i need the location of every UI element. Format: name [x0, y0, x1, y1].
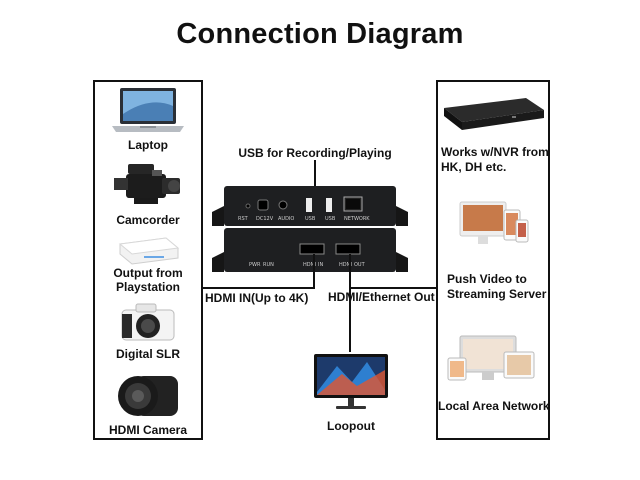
output-label-lan: Local Area Network	[438, 399, 550, 413]
usb-recording-label: USB for Recording/Playing	[238, 146, 392, 160]
input-label-hdmi-camera: HDMI Camera	[108, 423, 188, 437]
port-label-usb-2: USB	[325, 216, 336, 222]
input-label-camcorder: Camcorder	[116, 213, 180, 227]
output-label-streaming: Push Video to Streaming Server	[447, 272, 547, 301]
hdmi-out-line-vertical	[349, 254, 351, 352]
output-destinations-panel	[436, 80, 550, 440]
nvr-icon	[444, 98, 544, 130]
port-label-usb-1: USB	[305, 216, 316, 222]
diagram-title: Connection Diagram	[176, 18, 464, 50]
input-sources-panel	[93, 80, 203, 440]
input-label-digital-slr: Digital SLR	[115, 347, 180, 361]
input-label-playstation: Output from Playstation	[113, 266, 183, 294]
port-label-audio: AUDIO	[278, 216, 295, 222]
dslr-camera-icon	[121, 303, 175, 341]
hdmi-in-line-vertical	[313, 254, 315, 289]
hdmi-in-label: HDMI IN(Up to 4K)	[205, 291, 309, 305]
lan-devices-icon	[447, 335, 535, 381]
indicator-label-run: RUN	[263, 262, 274, 268]
usb-connector-line	[314, 160, 316, 190]
port-label-hdmi-out: HDMI OUT	[339, 262, 365, 268]
hdmi-camera-icon	[118, 376, 178, 416]
ethernet-line-horizontal	[349, 287, 438, 289]
hdmi-in-line-horizontal	[203, 287, 314, 289]
input-label-laptop: Laptop	[128, 138, 168, 152]
loopout-label: Loopout	[327, 419, 375, 433]
encoder-device-back	[212, 228, 408, 272]
indicator-label-pwr: PWR	[249, 262, 261, 268]
laptop-icon	[112, 88, 184, 132]
playstation-icon	[118, 237, 180, 265]
streaming-devices-icon	[459, 201, 529, 244]
encoder-device-front	[212, 186, 408, 226]
port-label-rst: RST	[238, 216, 248, 222]
monitor-icon	[314, 354, 388, 409]
output-label-nvr: Works w/NVR from HK, DH etc.	[441, 145, 549, 174]
camcorder-icon	[114, 164, 180, 204]
hdmi-out-label: HDMI/Ethernet Out	[328, 290, 435, 304]
port-label-network: NETWORK	[344, 216, 370, 222]
port-label-dc12v: DC12V	[256, 216, 274, 222]
